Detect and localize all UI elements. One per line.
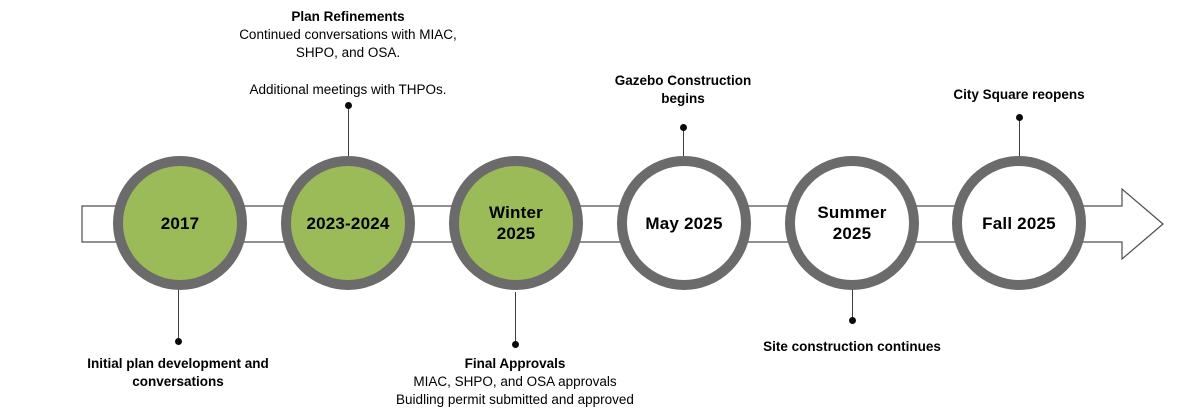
connector-line xyxy=(851,290,853,320)
milestone-circle-2017: 2017 xyxy=(113,156,247,290)
annotation-text: Site construction continues xyxy=(763,339,941,354)
milestone-label: 2017 xyxy=(160,213,200,233)
milestone-label: 2025 xyxy=(496,224,536,243)
connector-dot xyxy=(848,316,856,324)
annotation-text: Final Approvals xyxy=(464,356,566,371)
annotation-text: Continued conversations with MIAC, xyxy=(239,27,457,42)
milestone-label: 2025 xyxy=(832,224,872,243)
connector-dot xyxy=(511,340,519,348)
milestone-circle-2023-2024: 2023-2024 xyxy=(281,156,415,290)
milestone-label: May 2025 xyxy=(645,213,723,233)
milestone-circle-summer-2025: Summer 2025 xyxy=(785,156,919,290)
milestone-label: Summer xyxy=(817,203,887,222)
annotation-2017-below: Initial plan development and conversation… xyxy=(58,355,298,391)
milestone-label: Winter xyxy=(489,203,543,222)
annotation-text: MIAC, SHPO, and OSA approvals xyxy=(413,374,617,389)
milestone-label: Fall 2025 xyxy=(982,213,1056,233)
annotation-text: Buidling permit submitted and approved xyxy=(396,392,634,407)
connector-dot xyxy=(344,101,352,109)
milestone-label: 2023-2024 xyxy=(306,213,390,233)
milestone-circle-fall-2025: Fall 2025 xyxy=(952,156,1086,290)
connector-line xyxy=(1018,117,1020,156)
connector-line xyxy=(514,292,516,344)
connector-dot xyxy=(1015,113,1023,121)
annotation-text: Plan Refinements xyxy=(291,9,405,24)
annotation-text: Initial plan development and xyxy=(87,356,269,371)
annotation-text: begins xyxy=(661,91,705,106)
connector-line xyxy=(177,290,179,341)
annotation-text: SHPO, and OSA. xyxy=(295,45,401,60)
annotation-text: conversations xyxy=(132,374,224,389)
connector-line xyxy=(347,105,349,156)
connector-dot xyxy=(679,123,687,131)
connector-dot xyxy=(174,337,182,345)
annotation-may-2025-above: Gazebo Construction begins xyxy=(588,72,778,108)
annotation-text: Additional meetings with THPOs. xyxy=(249,82,447,97)
connector-line xyxy=(682,127,684,156)
milestone-circle-may-2025: May 2025 xyxy=(617,156,751,290)
annotation-text: City Square reopens xyxy=(953,87,1085,102)
annotation-summer-2025-below: Site construction continues xyxy=(732,338,972,356)
milestone-circle-winter-2025: Winter 2025 xyxy=(449,156,583,290)
annotation-2023-2024-above: Additional meetings with THPOs. xyxy=(208,81,488,99)
annotation-fall-2025-above: City Square reopens xyxy=(914,86,1124,104)
annotation-text: Gazebo Construction xyxy=(614,73,752,88)
